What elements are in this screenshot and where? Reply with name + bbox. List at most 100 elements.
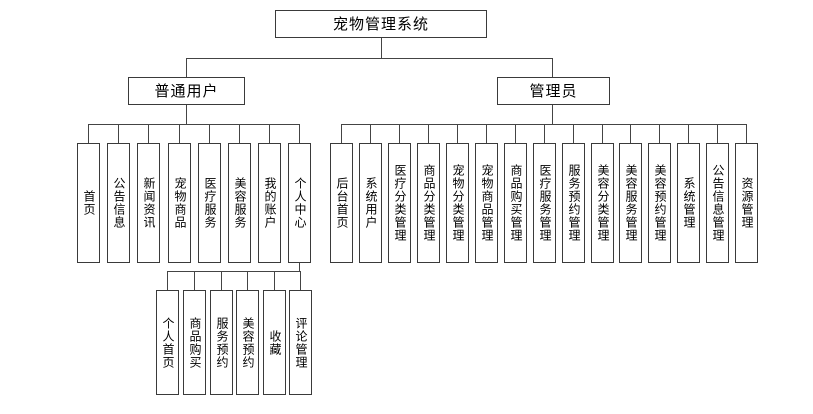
user-leaf-5[interactable]: 美容服务 — [228, 143, 251, 263]
connector-admin-drop-2 — [399, 124, 400, 143]
user-leaf-4[interactable]: 医疗服务 — [198, 143, 221, 263]
connector-drop-admin — [552, 58, 553, 77]
user-leaf-3[interactable]: 宠物商品 — [168, 143, 191, 263]
root-node[interactable]: 宠物管理系统 — [275, 10, 487, 38]
personal-leaf-2[interactable]: 服务预约 — [210, 290, 233, 395]
connector-personal-drop-2 — [221, 271, 222, 290]
admin-leaf-12[interactable]: 系统管理 — [677, 143, 700, 263]
connector-personal-bus — [167, 271, 300, 272]
admin-leaf-9[interactable]: 美容分类管理 — [591, 143, 614, 263]
user-leaf-2[interactable]: 新闻资讯 — [137, 143, 160, 263]
admin-leaf-3-label: 商品分类管理 — [421, 164, 436, 242]
admin-leaf-7-label: 医疗服务管理 — [537, 164, 552, 242]
admin-leaf-2-label: 医疗分类管理 — [392, 164, 407, 242]
admin-leaf-5[interactable]: 宠物商品管理 — [475, 143, 498, 263]
user-leaf-1-label: 公告信息 — [111, 177, 126, 229]
user-leaf-7-personal-center[interactable]: 个人中心 — [288, 143, 311, 263]
connector-admin-drop-4 — [457, 124, 458, 143]
connector-admin-drop-14 — [746, 124, 747, 143]
branch-node-user-label: 普通用户 — [154, 81, 219, 100]
personal-leaf-5[interactable]: 评论管理 — [289, 290, 312, 395]
connector-level2-bus — [186, 58, 553, 59]
root-node-label: 宠物管理系统 — [332, 14, 429, 33]
admin-leaf-12-label: 系统管理 — [681, 177, 696, 229]
personal-leaf-2-label: 服务预约 — [214, 316, 229, 369]
connector-admin-drop-10 — [630, 124, 631, 143]
connector-admin-stem — [552, 105, 553, 124]
user-leaf-7-label: 个人中心 — [292, 177, 307, 229]
connector-user-drop-2 — [148, 124, 149, 143]
personal-leaf-0[interactable]: 个人首页 — [156, 290, 179, 395]
personal-leaf-5-label: 评论管理 — [293, 316, 308, 369]
admin-leaf-14-label: 资源管理 — [739, 177, 754, 229]
connector-drop-user — [186, 58, 187, 77]
admin-leaf-2[interactable]: 医疗分类管理 — [388, 143, 411, 263]
admin-leaf-8[interactable]: 服务预约管理 — [562, 143, 585, 263]
connector-admin-drop-13 — [717, 124, 718, 143]
connector-admin-drop-9 — [602, 124, 603, 143]
branch-node-user[interactable]: 普通用户 — [128, 77, 245, 105]
connector-admin-drop-11 — [659, 124, 660, 143]
admin-leaf-10-label: 美容服务管理 — [623, 164, 638, 242]
user-leaf-5-label: 美容服务 — [232, 177, 247, 229]
admin-leaf-1[interactable]: 系统用户 — [359, 143, 382, 263]
connector-admin-drop-5 — [486, 124, 487, 143]
admin-leaf-14[interactable]: 资源管理 — [735, 143, 758, 263]
personal-leaf-1-label: 商品购买 — [187, 316, 202, 369]
admin-leaf-5-label: 宠物商品管理 — [479, 164, 494, 242]
connector-root-stem — [381, 38, 382, 58]
user-leaf-0-label: 首页 — [81, 190, 96, 216]
connector-user-drop-4 — [209, 124, 210, 143]
branch-node-admin[interactable]: 管理员 — [497, 77, 610, 105]
admin-leaf-0-label: 后台首页 — [334, 177, 349, 229]
user-leaf-3-label: 宠物商品 — [172, 177, 187, 229]
admin-leaf-6[interactable]: 商品购买管理 — [504, 143, 527, 263]
admin-leaf-4[interactable]: 宠物分类管理 — [446, 143, 469, 263]
connector-user-bus — [88, 124, 299, 125]
admin-leaf-0[interactable]: 后台首页 — [330, 143, 353, 263]
connector-user-drop-5 — [239, 124, 240, 143]
admin-leaf-10[interactable]: 美容服务管理 — [619, 143, 642, 263]
branch-node-admin-label: 管理员 — [529, 81, 578, 100]
admin-leaf-8-label: 服务预约管理 — [566, 164, 581, 242]
connector-admin-drop-3 — [428, 124, 429, 143]
connector-admin-bus — [341, 124, 746, 125]
connector-admin-drop-6 — [515, 124, 516, 143]
user-leaf-6-label: 我的账户 — [262, 177, 277, 229]
user-leaf-0[interactable]: 首页 — [77, 143, 100, 263]
personal-leaf-4-label: 收藏 — [267, 329, 282, 356]
user-leaf-6[interactable]: 我的账户 — [258, 143, 281, 263]
connector-user-drop-0 — [88, 124, 89, 143]
personal-leaf-3[interactable]: 美容预约 — [236, 290, 259, 395]
admin-leaf-13-label: 公告信息管理 — [710, 164, 725, 242]
user-leaf-1[interactable]: 公告信息 — [107, 143, 130, 263]
admin-leaf-3[interactable]: 商品分类管理 — [417, 143, 440, 263]
personal-leaf-0-label: 个人首页 — [160, 316, 175, 369]
admin-leaf-13[interactable]: 公告信息管理 — [706, 143, 729, 263]
admin-leaf-1-label: 系统用户 — [363, 177, 378, 229]
connector-personal-drop-4 — [274, 271, 275, 290]
user-leaf-4-label: 医疗服务 — [202, 177, 217, 229]
connector-personal-stem — [299, 263, 300, 271]
personal-leaf-3-label: 美容预约 — [240, 316, 255, 369]
connector-admin-drop-1 — [370, 124, 371, 143]
connector-admin-drop-7 — [544, 124, 545, 143]
admin-leaf-7[interactable]: 医疗服务管理 — [533, 143, 556, 263]
connector-admin-drop-8 — [573, 124, 574, 143]
connector-user-drop-6 — [269, 124, 270, 143]
connector-personal-drop-0 — [167, 271, 168, 290]
personal-leaf-4[interactable]: 收藏 — [263, 290, 286, 395]
admin-leaf-6-label: 商品购买管理 — [508, 164, 523, 242]
admin-leaf-4-label: 宠物分类管理 — [450, 164, 465, 242]
connector-admin-drop-12 — [688, 124, 689, 143]
connector-personal-drop-1 — [194, 271, 195, 290]
user-leaf-2-label: 新闻资讯 — [141, 177, 156, 229]
connector-admin-drop-0 — [341, 124, 342, 143]
connector-personal-drop-5 — [300, 271, 301, 290]
connector-user-drop-3 — [179, 124, 180, 143]
connector-user-stem — [186, 105, 187, 124]
personal-leaf-1[interactable]: 商品购买 — [183, 290, 206, 395]
admin-leaf-11[interactable]: 美容预约管理 — [648, 143, 671, 263]
connector-user-drop-1 — [118, 124, 119, 143]
